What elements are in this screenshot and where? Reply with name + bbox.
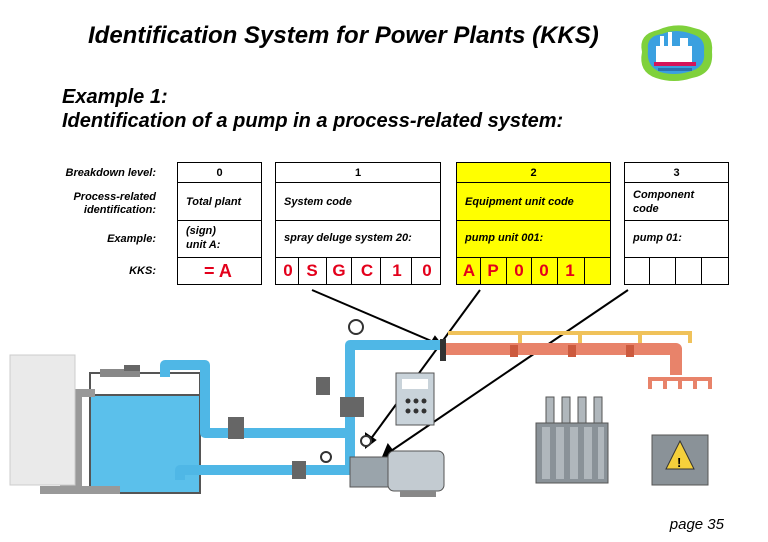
level-2-identification: Equipment unit code — [465, 196, 574, 208]
level-2-example: pump unit 001: — [465, 232, 544, 244]
page-number: page 35 — [669, 516, 724, 533]
level-0-kks: = A — [204, 261, 232, 281]
level-1-number: 1 — [354, 167, 362, 179]
kks-label: KKS: — [129, 265, 156, 277]
kks-char: 1 — [565, 261, 575, 280]
kks-char: 0 — [514, 261, 524, 280]
example-label: Example: — [107, 233, 156, 245]
level-3-number: 3 — [673, 167, 680, 179]
pump-motor-icon — [349, 450, 445, 497]
example-heading: Example 1: — [62, 86, 168, 108]
kks-char: S — [306, 261, 318, 280]
kks-char: C — [360, 261, 374, 280]
control-panel-icon — [395, 372, 435, 426]
level-0-number: 0 — [216, 167, 223, 179]
transformer-icon: ! — [535, 396, 709, 486]
plant-diagram: ! — [9, 289, 712, 497]
level-3-identification-line2: code — [633, 203, 659, 215]
level-1-box: 1 System code spray deluge system 20: 0 … — [275, 162, 441, 285]
breakdown-level-label: Breakdown level: — [65, 167, 156, 179]
level-3-box: 3 Component code pump 01: — [624, 162, 729, 285]
kks-char: 0 — [283, 261, 293, 280]
example-subtitle: Identification of a pump in a process-re… — [62, 110, 564, 132]
level-0-box: 0 Total plant (sign) unit A: = A — [177, 162, 262, 285]
level-0-example-line1: (sign) — [186, 225, 216, 237]
level-3-example: pump 01: — [633, 232, 682, 244]
page-title: Identification System for Power Plants (… — [88, 22, 599, 49]
level-2-number: 2 — [530, 167, 537, 179]
kks-char: A — [462, 261, 476, 280]
power-plant-logo-icon — [636, 22, 716, 84]
level-3-identification-line1: Component — [633, 189, 695, 201]
process-identification-label-line1: Process-related — [73, 191, 156, 203]
level-1-example: spray deluge system 20: — [284, 232, 412, 244]
level-2-box: 2 Equipment unit code pump unit 001: A P… — [456, 162, 611, 285]
process-identification-label-line2: identification: — [83, 204, 156, 216]
kks-char: 1 — [392, 261, 402, 280]
level-1-identification: System code — [284, 196, 352, 208]
svg-text:!: ! — [677, 455, 681, 470]
kks-char: 0 — [422, 261, 432, 280]
level-0-example-line2: unit A: — [186, 239, 221, 251]
kks-char: P — [487, 261, 499, 280]
kks-char: 0 — [539, 261, 549, 280]
kks-char: G — [332, 261, 346, 280]
level-0-identification: Total plant — [186, 196, 242, 208]
